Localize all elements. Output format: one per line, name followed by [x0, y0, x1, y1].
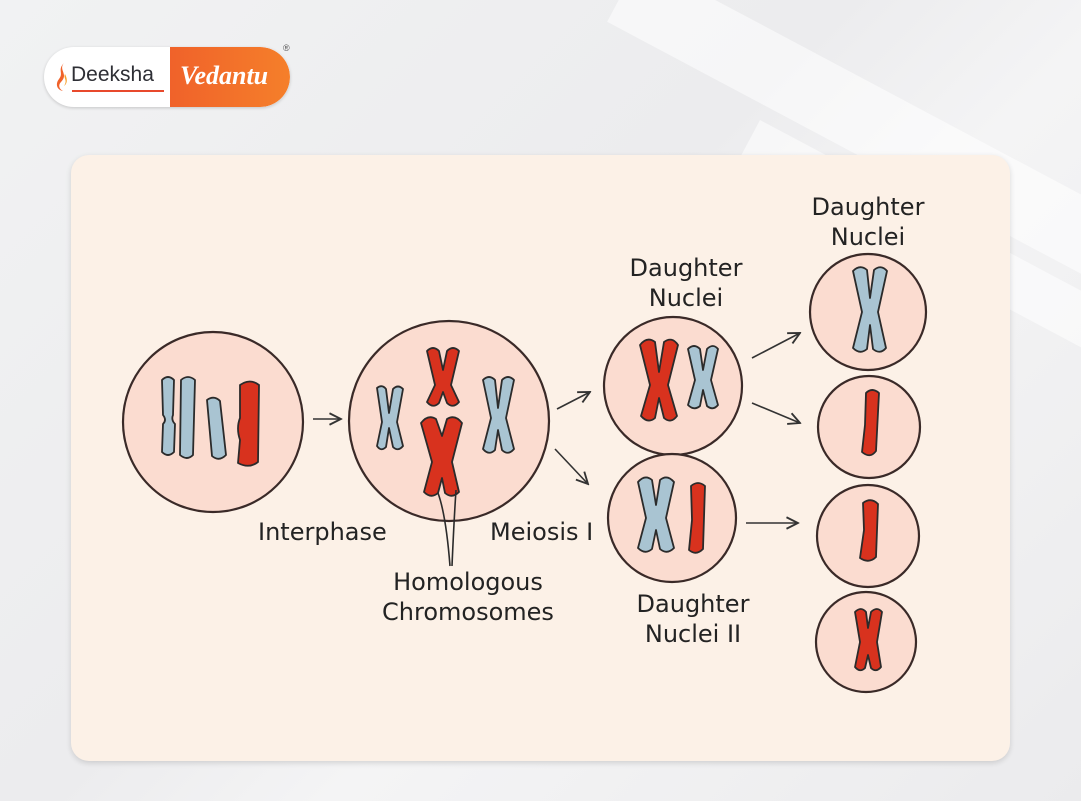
registered-mark: ®	[283, 43, 290, 53]
arrow-meiosis-to-top	[556, 392, 590, 410]
label-daughter-nuclei-mid: Daughter Nuclei	[629, 254, 743, 312]
brand-name-secondary: Vedantu	[180, 61, 269, 90]
brand-logo[interactable]: Deeksha Vedantu	[44, 47, 290, 107]
label-homologous-chromosomes: Homologous Chromosomes	[382, 568, 554, 626]
brand-name-primary: Deeksha	[71, 63, 154, 86]
chromosome-blue	[637, 476, 675, 553]
nucleus-daughter-top	[602, 315, 744, 457]
pointer-line	[451, 489, 457, 567]
label-interphase: Interphase	[258, 518, 387, 546]
chromosome-blue	[482, 376, 515, 454]
chromosome-blue	[206, 396, 227, 460]
chromosome-blue	[852, 266, 888, 353]
chromosome-blue	[376, 385, 404, 451]
label-meiosis-i: Meiosis I	[490, 518, 594, 546]
chromosome-red	[859, 499, 879, 562]
chromosome-red	[426, 347, 460, 407]
chromosome-red	[854, 608, 883, 672]
arrow-top-to-final-2	[751, 402, 800, 423]
brand-logo-secondary: Vedantu	[170, 47, 290, 107]
chromosome-blue	[179, 376, 196, 459]
pointer-line	[437, 492, 451, 567]
arrow-top-to-final-1	[751, 333, 800, 359]
brand-logo-primary: Deeksha	[44, 47, 170, 107]
arrow-meiosis-to-bottom	[554, 448, 588, 484]
label-daughter-nuclei-top: Daughter Nuclei	[811, 193, 925, 251]
chromosome-red	[688, 482, 706, 554]
chromosome-blue	[161, 376, 176, 456]
flame-icon	[56, 63, 67, 91]
brand-underline	[72, 90, 164, 92]
label-daughter-nuclei-ii: Daughter Nuclei II	[636, 590, 750, 648]
nucleus-daughter-bottom	[606, 452, 738, 584]
chromosome-red	[639, 338, 679, 422]
chromosome-red	[237, 380, 260, 467]
chromosome-red	[420, 416, 463, 497]
chromosome-red	[861, 389, 880, 457]
chromosome-blue	[687, 345, 719, 410]
